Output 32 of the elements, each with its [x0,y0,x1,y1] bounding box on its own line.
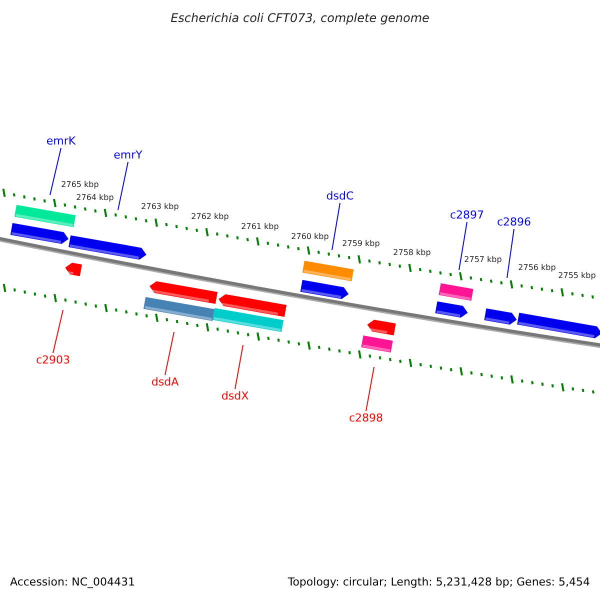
gene-label: c2897 [450,210,484,220]
gene-label: emrK [46,136,76,146]
scale-label: 2755 kbp [558,272,596,280]
gene-label: dsdA [151,376,179,388]
scale-label: 2757 kbp [464,256,502,264]
scale-label: 2760 kbp [291,233,329,241]
leader-line [50,148,62,196]
leader-line [234,344,244,390]
leader-line [458,222,468,270]
scale-label: 2759 kbp [342,240,380,248]
leader-line [52,310,64,354]
leader-line [366,366,374,412]
gene-label: c2896 [496,216,532,228]
genome-info-text: Topology: circular; Length: 5,231,428 bp; Genes: 5,454 [288,576,590,588]
leader-line [164,332,174,376]
leader-line [506,228,514,278]
scale-label: 2765 kbp [61,181,99,189]
scale-label: 2762 kbp [191,213,229,221]
scale-label: 2756 kbp [518,264,556,272]
diagram-title: Escherichia coli CFT073, complete genome [170,12,430,24]
gene-label: emrY [114,150,142,160]
gene-label: c2898 [348,412,384,424]
leader-line [118,162,128,210]
leader-line [332,202,340,250]
scale-label: 2763 kbp [141,203,179,211]
gene-label: dsdX [221,390,249,402]
accession-text: Accession: NC_004431 [10,576,136,588]
scale-label: 2761 kbp [241,223,279,231]
gene-label: c2903 [36,354,70,366]
scale-label: 2758 kbp [393,249,431,257]
gene-label: dsdC [326,190,354,202]
scale-label: 2764 kbp [76,194,114,202]
